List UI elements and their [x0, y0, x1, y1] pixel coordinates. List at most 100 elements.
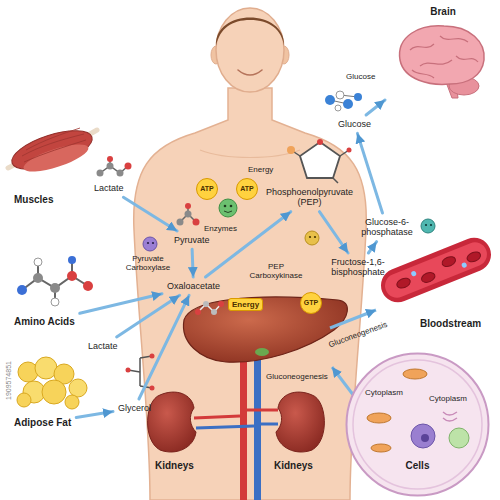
glycerol-molecule	[150, 386, 155, 391]
molecule-node: Pyruvate	[172, 234, 212, 246]
flow-arrow	[319, 212, 348, 253]
kidney-vessels	[261, 423, 278, 426]
lactate-molecule	[107, 156, 113, 162]
node-text: Cells	[345, 460, 490, 472]
lactate-molecule	[107, 163, 114, 170]
amino-acid-molecules	[17, 256, 93, 306]
flow-arrow	[80, 294, 162, 314]
body-figure	[134, 88, 367, 500]
amino-acid-molecules	[34, 258, 42, 266]
energy-tag: Energy	[228, 298, 263, 311]
lactate-molecule	[125, 163, 132, 170]
glucose-molecules	[325, 95, 335, 105]
muscle-drawing	[90, 130, 97, 134]
oxaloacetate-molecule	[195, 301, 224, 315]
blood-vessel	[410, 270, 417, 277]
enzyme-icons	[143, 199, 435, 251]
cell-drawing	[367, 413, 391, 423]
blood-vessel	[381, 239, 490, 302]
node-text: Phosphoenolpyruvate (PEP)	[264, 187, 355, 208]
node-text: Glycerol	[118, 403, 151, 413]
node-text: GTP	[304, 299, 318, 307]
enzyme-icons	[147, 242, 149, 244]
blood-vessel	[376, 233, 496, 308]
muscle-drawing	[7, 123, 97, 177]
adipose-fat-cells	[17, 393, 31, 407]
cell-node: CytoplasmCytoplasmCells	[345, 352, 490, 497]
lactate-molecule	[97, 156, 132, 177]
oxaloacetate-molecule	[198, 304, 221, 312]
flow-arrow	[76, 412, 113, 418]
enzyme-icons	[230, 205, 233, 208]
body-figure	[238, 70, 262, 75]
adipose-fat-cells	[42, 380, 66, 404]
glucose-molecules	[325, 91, 362, 111]
gluconeogenesis-arrow	[332, 367, 354, 396]
flow-arrow	[357, 133, 382, 213]
kidney-drawing	[148, 392, 325, 452]
node-text: Cytoplasm	[429, 394, 467, 403]
energy-badge: ATP	[196, 178, 218, 200]
amino-acid-molecules	[51, 298, 59, 306]
molecule-node: Phosphoenolpyruvate (PEP)	[262, 186, 357, 209]
watermark: 1909574851	[5, 361, 13, 400]
node-text: Pyruvate	[174, 235, 210, 245]
body-figure	[200, 150, 300, 158]
lactate-molecule	[100, 166, 128, 173]
enzyme-icons	[430, 224, 432, 226]
sugar-ring	[333, 178, 338, 183]
amino-acid-molecules	[83, 281, 93, 291]
pyruvate-molecule	[177, 219, 184, 226]
flow-arrow	[117, 295, 180, 337]
node-text: ATP	[240, 185, 253, 193]
muscle-drawing	[7, 123, 96, 177]
sugar-ring	[300, 142, 340, 178]
node-text: Amino Acids	[14, 316, 75, 328]
oxaloacetate-molecule	[218, 301, 224, 307]
enzyme-label: PEP Carboxykinase	[244, 262, 308, 280]
node-text: Adipose Fat	[14, 417, 71, 429]
muscle-drawing	[22, 128, 86, 162]
blood-vessel	[466, 250, 482, 264]
node-text: Brain	[388, 6, 498, 18]
kidney-drawing	[276, 392, 324, 452]
muscle-drawing	[21, 139, 91, 177]
node-text: Lactate	[94, 183, 124, 193]
enzyme-label: Pyruvate Carboxylase	[116, 254, 180, 272]
organ-node: Brain	[388, 6, 498, 102]
kidney-drawing	[148, 392, 196, 452]
glycerol-molecule	[150, 354, 155, 359]
molecule-node: Lactate	[92, 182, 126, 194]
node-text: Glucose-6-phosphatase	[358, 217, 416, 238]
cell-drawing	[411, 424, 435, 448]
body-figure	[216, 8, 284, 92]
cell-drawing	[371, 444, 391, 452]
enzyme-icons	[309, 236, 311, 238]
cell-outline	[345, 352, 490, 497]
liver-drawing	[183, 297, 347, 362]
blood-vessel	[376, 233, 496, 308]
molecule-node: Glucose	[336, 118, 373, 130]
kidney-vessels	[196, 426, 254, 428]
amino-acid-molecules	[50, 283, 60, 293]
molecule-node: Lactate	[86, 340, 120, 352]
cell-drawing	[421, 434, 429, 442]
enzyme-node: Glucose-6-phosphatase	[356, 216, 418, 239]
molecule-node: Glycerol	[116, 402, 153, 414]
cell-drawing	[449, 428, 469, 448]
process-label: Gluconeogenesis	[266, 372, 328, 381]
adipose-fat-cells	[69, 379, 87, 397]
organ-label: Muscles	[14, 194, 53, 206]
node-text: Lactate	[88, 341, 118, 351]
blood-vessel	[461, 262, 468, 269]
sugar-ring	[317, 139, 323, 145]
molecule-node: Fructose-1,6-bisphosphate	[318, 256, 398, 279]
glucose-molecules	[343, 99, 353, 109]
glucose-molecules	[336, 91, 344, 99]
amino-acid-molecules	[67, 271, 77, 281]
cell-drawing	[347, 354, 489, 496]
amino-acid-molecules	[68, 256, 76, 264]
oxaloacetate-molecule	[203, 301, 209, 307]
source-node: Adipose Fat	[12, 416, 73, 430]
